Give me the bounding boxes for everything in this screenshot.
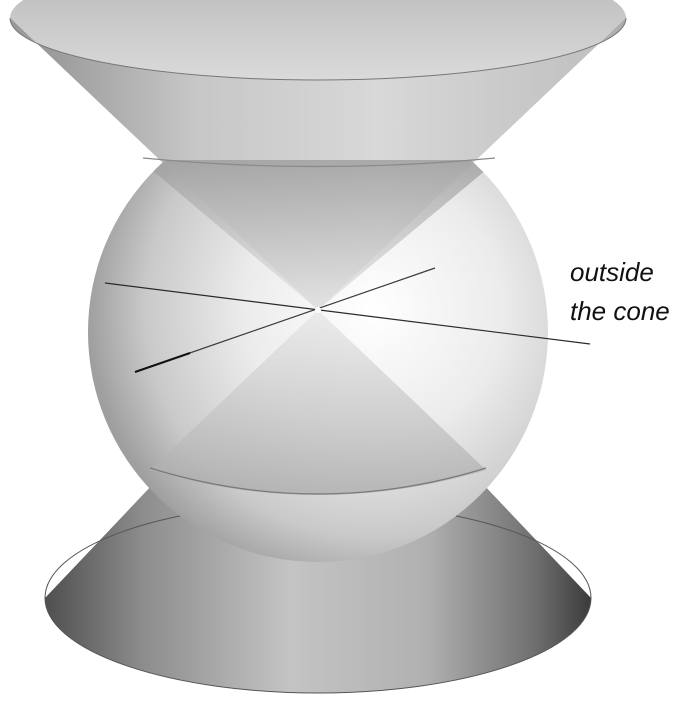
outside-cone-label-line2: the cone <box>570 298 670 324</box>
apex-point <box>315 307 321 313</box>
outside-cone-label-line1: outside <box>570 259 654 285</box>
